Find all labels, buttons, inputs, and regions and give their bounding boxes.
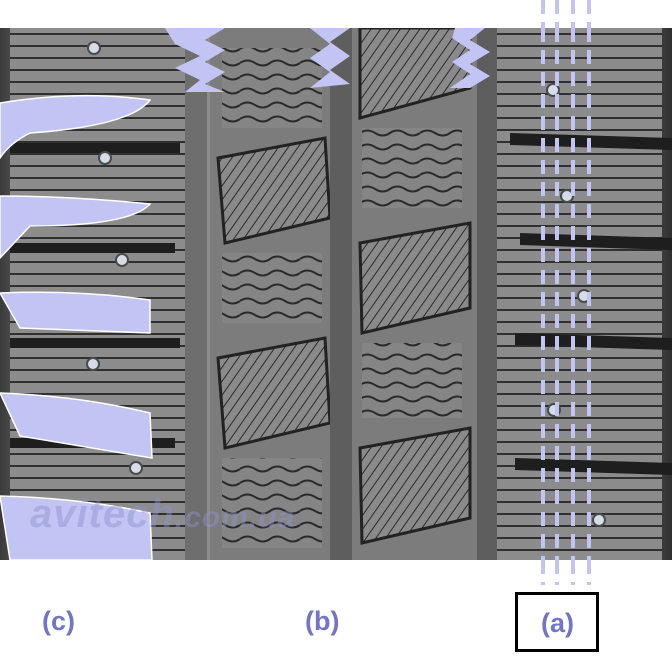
watermark-domain: .com.ua — [174, 501, 296, 534]
label-a: (a) — [541, 608, 574, 638]
highlight-a-dashes — [541, 28, 591, 560]
watermark-brand: avitech — [30, 492, 175, 536]
center-groove — [330, 28, 352, 560]
watermark: avitech.com.ua — [30, 492, 295, 537]
highlight-c-shapes — [0, 94, 153, 560]
highlight-a-dashes-top — [541, 0, 591, 28]
label-c: (c) — [42, 606, 75, 636]
highlight-a-dashes-bottom — [541, 560, 591, 585]
label-b: (b) — [305, 606, 340, 636]
center-left-rib — [210, 28, 332, 560]
label-a-box — [515, 592, 599, 652]
highlight-b-zigzags — [165, 28, 490, 92]
stud-pins — [86, 41, 606, 527]
center-right-rib — [352, 28, 477, 560]
tire-tread-photo — [0, 28, 672, 560]
